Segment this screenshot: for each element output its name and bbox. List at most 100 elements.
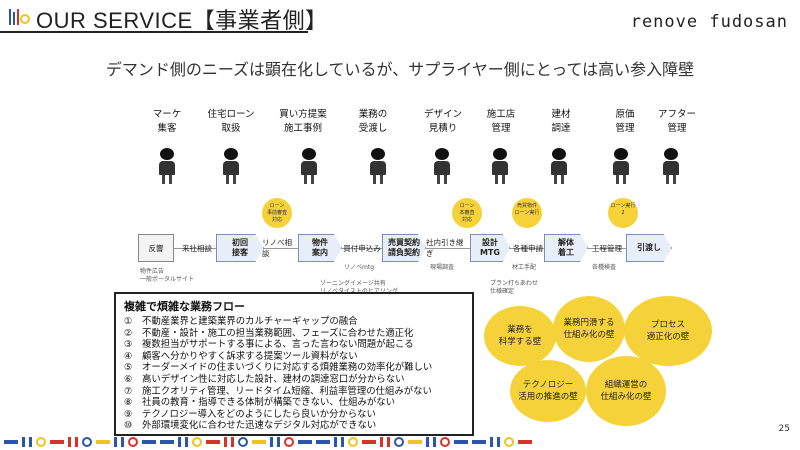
decorative-shape [348,437,358,447]
stage-label: 施工店 管理 [486,109,516,134]
flow-step: 来社相談 [182,243,212,253]
decorative-shape [518,440,532,444]
person-icon [490,148,510,184]
issue-text: テクノロジー導入をどのようにしたら良いか分からない [142,408,376,420]
flow-step: 物件 案内 [298,234,342,262]
person-icon [611,148,631,184]
flow-step: 各種申請 [513,243,543,253]
issue-text: 社員の教育・指導できる体制が構築できない、仕組みがない [142,397,395,409]
flow-step: 設計 MTG [470,234,510,262]
decorative-shape [36,437,46,447]
person-icon [661,148,681,184]
subtitle: デマンド側のニーズは顕在化しているが、サプライヤー側にとっては高い参入障壁 [105,60,695,79]
barrier-circle: テクノロジー 活用の推進の壁 [510,360,586,422]
decorative-shape [238,437,248,447]
decorative-shape [252,440,266,444]
issue-text: 不動産業界と建築業界のカルチャーギャップの融合 [142,316,358,327]
flow-step: 解体 着工 [544,234,588,262]
flow-step: 初回 接客 [216,234,264,262]
issue-number: ⑩ [124,420,133,432]
decorative-shape [82,437,92,447]
flow-subtext: プラン打ちあわせ 仕様確定 [490,280,539,295]
decorative-shape [178,437,188,447]
loan-bubble: ローン実行 2 [608,198,638,228]
decorative-border [0,437,800,450]
stage-label: 建材 調達 [551,109,571,134]
issue-number: ① [124,316,133,327]
issue-item: ⑦ 施工クオリティ管理、リードタイム短縮、利益率管理の仕組みがない [124,386,464,398]
decorative-shape [128,437,138,447]
stage-row: マーケ 集客 住宅ローン 取扱 買い方提案 施工事例 業務の 受渡し デザイン … [132,108,696,148]
flow-step: 反響 [138,234,174,262]
issue-number: ⑧ [124,397,133,409]
flow-subtext: 現場調査 [430,264,455,271]
decorative-shape [472,440,486,444]
flow-step: 売買契約 請負契約 [382,234,426,262]
person-icon [549,148,569,184]
decorative-shape [142,440,156,444]
decorative-shape [362,440,376,444]
issue-list-panel: 複雑で煩雑な業務フロー ① 不動産業界と建築業界のカルチャーギャップの融合 ② 不動… [114,292,474,436]
barrier-circle: 組織運営の 仕組み化の壁 [586,356,666,426]
issue-item: ⑥ 高いデザイン性に対応した設計、建材の調達窓口が分からない [124,374,464,386]
stage-label: 住宅ローン 取扱 [207,109,255,134]
brand-logo: renove fudosan [630,12,788,32]
issue-text: 顧客へ分かりやすく訴求する提案ツール資料がない [142,350,358,362]
stage-label: 原価 管理 [615,109,635,134]
issue-number: ⑤ [124,362,133,374]
person-icon [299,148,319,184]
stage-label: 買い方提案 施工事例 [279,109,327,134]
flow-subtext: ゾーニングイメージ共有 リノベタイストのヒアリング [320,280,398,295]
loan-bubble: ローン 本審査 対応 [452,198,482,228]
decorative-shape [22,437,32,447]
issue-number: ⑥ [124,373,133,385]
issue-text: 複数担当がサポートする事による、言った言わない問題が起こる [142,339,414,351]
issue-item: ⑩ 外部環境変化に合わせた迅速なデジタル対応ができない [124,420,464,432]
decorative-shape [440,437,450,447]
stage-label: 業務の 受渡し [358,109,388,134]
issue-number: ⑦ [124,385,133,397]
issue-number: ④ [124,350,133,362]
decorative-shape [192,437,202,447]
decorative-shape [160,440,174,444]
flow-step: リノベ相談 [262,238,292,258]
decorative-shape [316,440,330,444]
decorative-shape [454,440,468,444]
person-icon [432,148,452,184]
issue-number: ③ [124,339,133,351]
person-icon [221,148,241,184]
barrier-circle: 業務を 科学する壁 [484,306,556,366]
decorative-shape [270,437,280,447]
issue-text: オーダーメイドの住まいづくりに対応する煩雑業務の効率化が難しい [142,362,433,374]
issue-item: ① 不動産業界と建築業界のカルチャーギャップの融合 [124,316,464,328]
issue-item: ⑤ オーダーメイドの住まいづくりに対応する煩雑業務の効率化が難しい [124,362,464,374]
issue-item: ③ 複数担当がサポートする事による、言った言わない問題が起こる [124,339,464,351]
decorative-shape [50,440,64,444]
issue-item: ⑧ 社員の教育・指導できる体制が構築できない、仕組みがない [124,397,464,409]
decorative-shape [114,437,124,447]
decorative-shape [504,437,514,447]
decorative-shape [96,440,110,444]
decorative-shape [298,440,312,444]
decorative-shape [4,440,18,444]
issue-item: ④ 顧客へ分かりやすく訴求する提案ツール資料がない [124,351,464,363]
stage-label: デザイン 見積り [423,109,462,134]
issue-text: 外部環境変化に合わせた迅速なデジタル対応ができない [142,420,377,432]
flow-subtext: 材工手配 [512,264,537,271]
decorative-shape [394,437,404,447]
flow-subtext: 物件広告 一般ポータルサイト [140,268,195,283]
issue-text: 施工クオリティ管理、リードタイム短縮、利益率管理の仕組みがない [142,385,432,397]
issue-list-title: 複雑で煩雑な業務フロー [124,300,245,313]
issue-text: 高いデザイン性に対応した設計、建材の調達窓口が分からない [142,373,405,385]
decorative-shape [68,437,78,447]
flow-step: 引渡し [626,234,672,262]
flow-step: 買付申込み [343,243,381,253]
stage-label: アフター 管理 [657,109,696,134]
issue-number: ② [124,327,133,339]
title-underline [0,31,308,33]
flow-subtext: 各種検査 [592,264,617,271]
decorative-shape [334,437,344,447]
issue-number: ⑨ [124,408,133,420]
decorative-shape [284,437,294,447]
issue-text: 不動産・設計・施工の担当業務範囲、フェーズに合わせた適正化 [142,327,414,339]
